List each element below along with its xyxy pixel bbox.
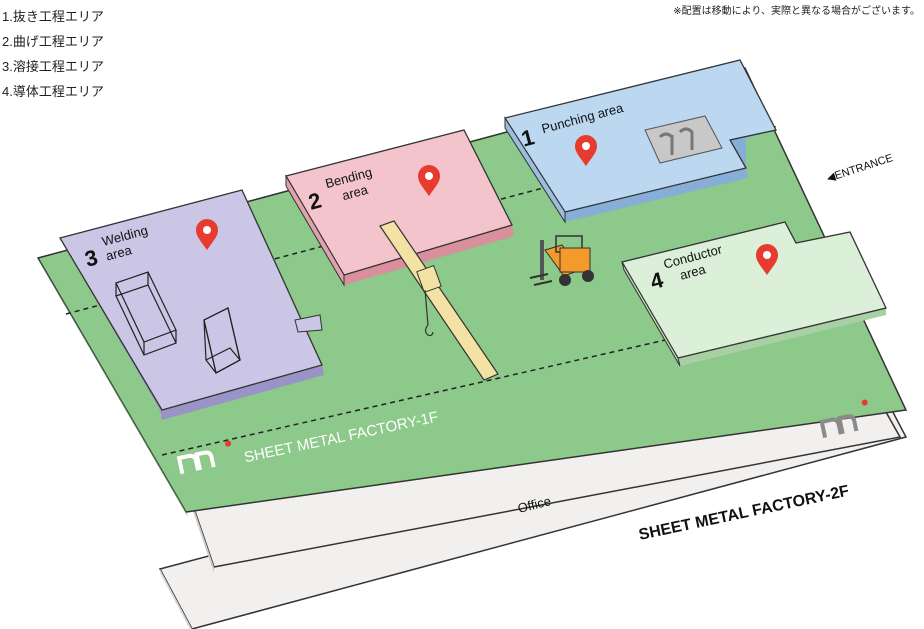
- legend-item-4: 4.導体工程エリア: [2, 84, 104, 99]
- punching-machine-icon: [644, 115, 723, 164]
- conductor-area: [621, 221, 887, 367]
- layout-note: ※配置は移動により、実際と異なる場合がございます。: [673, 6, 920, 17]
- punching-area: [503, 59, 777, 224]
- bending-title-2: area: [340, 182, 370, 203]
- legend-item-1: 1.抜き工程エリア: [2, 9, 104, 24]
- bending-area: [285, 129, 514, 381]
- company-logo-icon: [176, 440, 232, 475]
- forklift-icon: [529, 235, 594, 286]
- entrance-label: ◀ENTRANCE: [825, 152, 894, 185]
- crane-icon: [379, 220, 499, 381]
- conductor-title-2: area: [678, 261, 708, 282]
- welding-title-2: area: [104, 242, 134, 263]
- area-legend: 1.抜き工程エリア 2.曲げ工程エリア 3.溶接工程エリア 4.導体工程エリア: [2, 4, 104, 104]
- company-logo-icon: [819, 399, 868, 438]
- legend-item-2: 2.曲げ工程エリア: [2, 34, 104, 49]
- legend-item-3: 3.溶接工程エリア: [2, 59, 104, 74]
- welding-frame: [115, 271, 241, 374]
- welding-area: [59, 189, 324, 420]
